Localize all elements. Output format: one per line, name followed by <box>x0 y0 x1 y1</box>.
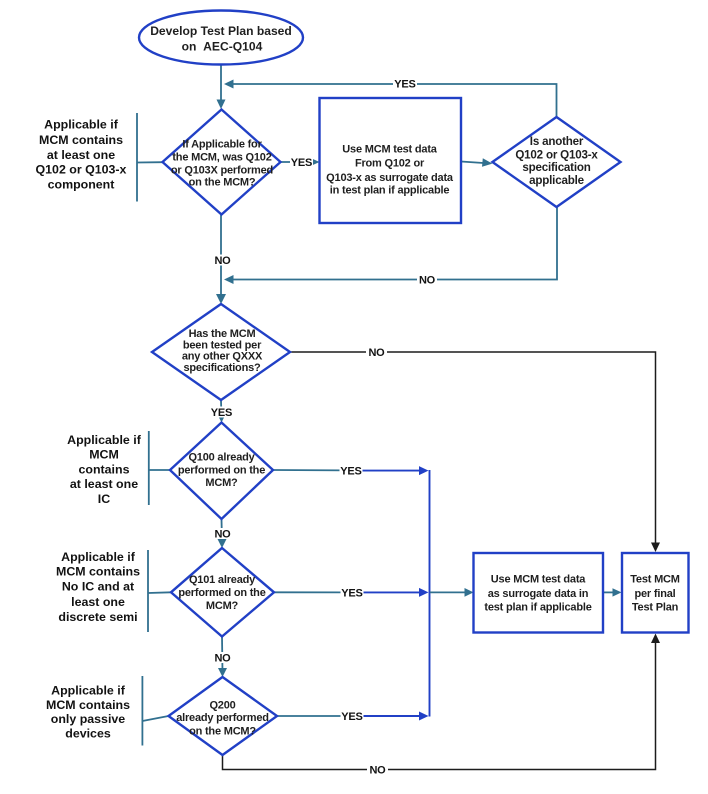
svg-text:specifications?: specifications? <box>183 362 261 374</box>
svg-text:YES: YES <box>341 711 362 723</box>
svg-text:component: component <box>48 177 115 191</box>
svg-text:Q101 already: Q101 already <box>189 574 256 586</box>
svg-text:performed on the: performed on the <box>178 587 265 599</box>
svg-text:Test Plan: Test Plan <box>632 601 679 613</box>
svg-text:MCM?: MCM? <box>205 477 238 489</box>
svg-text:performed on the: performed on the <box>178 464 265 476</box>
svg-text:Has the MCM: Has the MCM <box>189 328 256 340</box>
svg-text:Test MCM: Test MCM <box>630 574 680 586</box>
svg-text:IC: IC <box>98 492 110 506</box>
svg-text:Q102 or Q103-x: Q102 or Q103-x <box>515 148 598 161</box>
svg-text:Applicable if: Applicable if <box>44 118 119 132</box>
svg-text:Applicable if: Applicable if <box>67 433 142 447</box>
svg-text:NO: NO <box>368 347 385 359</box>
svg-text:MCM contains: MCM contains <box>56 565 140 579</box>
svg-text:From Q102 or: From Q102 or <box>355 158 425 170</box>
svg-text:on the MCM?: on the MCM? <box>189 726 256 738</box>
svg-text:only passive: only passive <box>51 712 125 726</box>
svg-text:MCM: MCM <box>89 448 119 462</box>
svg-text:MCM contains: MCM contains <box>46 698 130 712</box>
svg-text:Is another: Is another <box>530 135 584 148</box>
svg-text:discrete semi: discrete semi <box>58 610 137 624</box>
svg-text:MCM?: MCM? <box>206 600 239 612</box>
svg-text:NO: NO <box>369 765 386 777</box>
svg-text:Q100 already: Q100 already <box>188 452 255 464</box>
svg-text:least one: least one <box>71 595 125 609</box>
svg-text:Q200: Q200 <box>209 700 235 712</box>
svg-text:the MCM, was Q102: the MCM, was Q102 <box>172 152 271 164</box>
svg-text:contains: contains <box>79 462 130 476</box>
svg-text:NO: NO <box>419 275 436 287</box>
svg-text:YES: YES <box>291 157 312 169</box>
svg-text:at least one: at least one <box>70 477 138 491</box>
svg-text:Q103-x as surrogate data: Q103-x as surrogate data <box>326 172 454 184</box>
svg-text:No IC and at: No IC and at <box>62 579 134 593</box>
svg-text:Develop Test Plan based: Develop Test Plan based <box>150 24 292 38</box>
svg-text:NO: NO <box>214 255 231 267</box>
svg-text:already performed: already performed <box>176 712 269 724</box>
svg-text:YES: YES <box>340 466 361 478</box>
svg-text:NO: NO <box>214 653 231 665</box>
svg-text:or Q103X performed: or Q103X performed <box>171 165 273 177</box>
svg-text:applicable: applicable <box>529 174 584 187</box>
svg-text:per final: per final <box>635 588 676 600</box>
svg-text:YES: YES <box>394 79 415 91</box>
svg-text:YES: YES <box>341 588 362 600</box>
svg-text:YES: YES <box>211 407 232 419</box>
svg-text:on the MCM?: on the MCM? <box>189 177 256 189</box>
svg-text:Use MCM test data: Use MCM test data <box>342 144 437 156</box>
svg-text:devices: devices <box>65 727 111 741</box>
svg-text:at least one: at least one <box>47 148 115 162</box>
svg-text:as surrogate data in: as surrogate data in <box>488 588 589 600</box>
svg-text:any other QXXX: any other QXXX <box>182 351 263 363</box>
svg-text:If Applicable for: If Applicable for <box>182 138 262 150</box>
svg-text:on AEC-Q104: on AEC-Q104 <box>182 39 263 53</box>
svg-text:Applicable if: Applicable if <box>51 684 126 698</box>
svg-text:specification: specification <box>522 161 590 174</box>
svg-text:Applicable if: Applicable if <box>61 550 136 564</box>
svg-text:Q102 or Q103-x: Q102 or Q103-x <box>36 163 127 177</box>
svg-text:Use MCM test data: Use MCM test data <box>491 574 586 586</box>
svg-text:been tested per: been tested per <box>183 339 262 351</box>
svg-text:MCM contains: MCM contains <box>39 133 123 147</box>
svg-text:NO: NO <box>214 529 231 541</box>
svg-text:test plan if applicable: test plan if applicable <box>484 601 591 613</box>
svg-text:in test plan if applicable: in test plan if applicable <box>330 185 450 197</box>
